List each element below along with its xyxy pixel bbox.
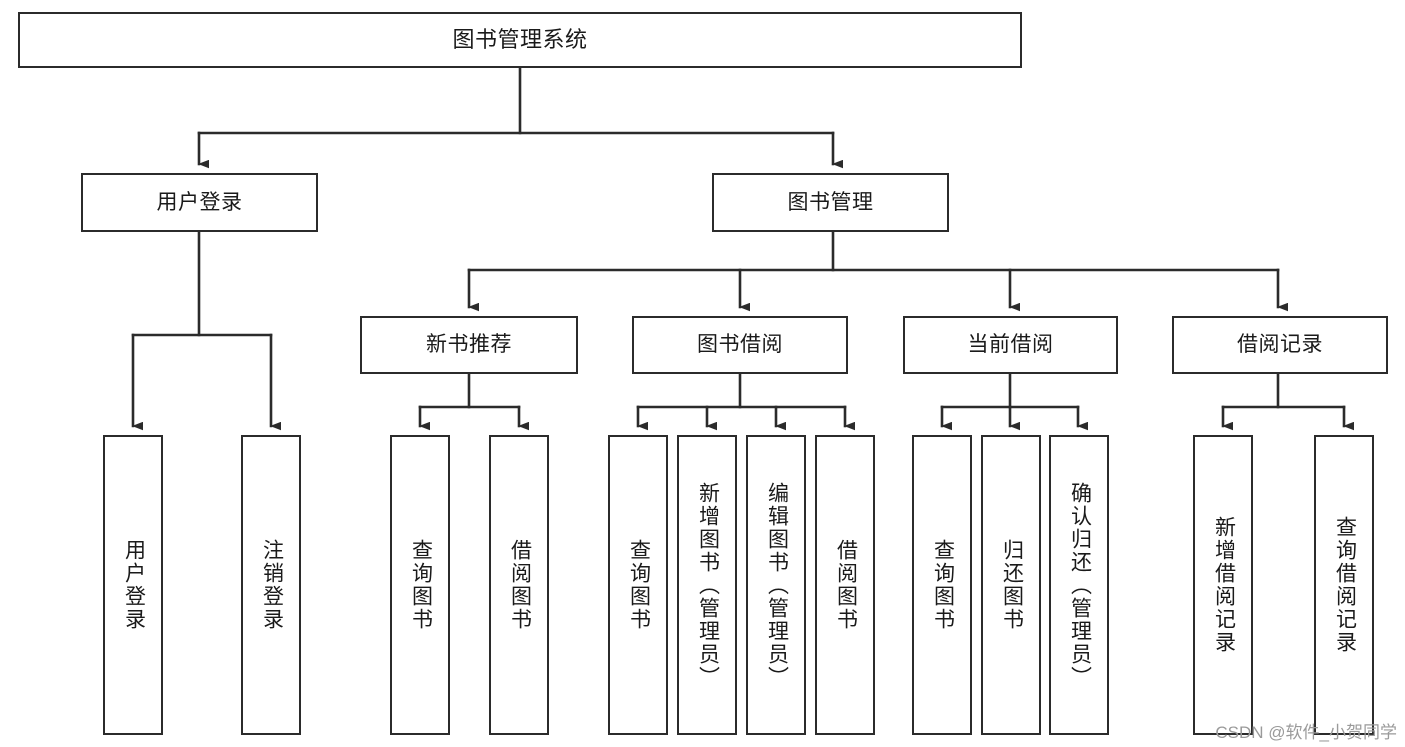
leaf-add-record-label: 新增借阅记录 [1212, 516, 1236, 654]
leaf-query-record[interactable]: 查询借阅记录 [1314, 435, 1374, 735]
node-current-borrow[interactable]: 当前借阅 [903, 316, 1118, 374]
node-user-login[interactable]: 用户登录 [81, 173, 318, 232]
node-new-book-recommend-label: 新书推荐 [426, 333, 512, 357]
watermark-text: CSDN @软件_小贺同学 [1215, 723, 1397, 742]
leaf-query-book-1-label: 查询图书 [409, 539, 433, 631]
leaf-logout-label: 注销登录 [260, 539, 284, 631]
node-book-borrow[interactable]: 图书借阅 [632, 316, 848, 374]
leaf-return-book[interactable]: 归还图书 [981, 435, 1041, 735]
leaf-borrow-book-2-label: 借阅图书 [834, 539, 858, 631]
leaf-add-book-label: 新增图书（管理员） [696, 481, 720, 689]
node-current-borrow-label: 当前借阅 [967, 333, 1054, 357]
leaf-query-book-2-label: 查询图书 [627, 539, 651, 631]
node-book-manage-label: 图书管理 [787, 190, 874, 214]
leaf-query-book-1[interactable]: 查询图书 [390, 435, 450, 735]
leaf-query-book-3-label: 查询图书 [931, 539, 955, 631]
leaf-user-login[interactable]: 用户登录 [103, 435, 163, 735]
leaf-add-book[interactable]: 新增图书（管理员） [677, 435, 737, 735]
leaf-user-login-label: 用户登录 [122, 539, 146, 631]
node-user-login-label: 用户登录 [156, 190, 243, 214]
leaf-confirm-return[interactable]: 确认归还（管理员） [1049, 435, 1109, 735]
node-new-book-recommend[interactable]: 新书推荐 [360, 316, 578, 374]
leaf-return-book-label: 归还图书 [1000, 539, 1024, 631]
node-book-borrow-label: 图书借阅 [697, 333, 783, 357]
leaf-edit-book-label: 编辑图书（管理员） [765, 481, 789, 689]
leaf-borrow-book-2[interactable]: 借阅图书 [815, 435, 875, 735]
leaf-query-book-2[interactable]: 查询图书 [608, 435, 668, 735]
leaf-query-record-label: 查询借阅记录 [1333, 516, 1357, 654]
node-root-label: 图书管理系统 [452, 26, 588, 52]
node-borrow-record-label: 借阅记录 [1237, 333, 1323, 357]
node-borrow-record[interactable]: 借阅记录 [1172, 316, 1388, 374]
leaf-confirm-return-label: 确认归还（管理员） [1068, 481, 1092, 689]
leaf-query-book-3[interactable]: 查询图书 [912, 435, 972, 735]
leaf-borrow-book-1-label: 借阅图书 [508, 539, 532, 631]
leaf-borrow-book-1[interactable]: 借阅图书 [489, 435, 549, 735]
leaf-edit-book[interactable]: 编辑图书（管理员） [746, 435, 806, 735]
node-root[interactable]: 图书管理系统 [18, 12, 1022, 68]
leaf-add-record[interactable]: 新增借阅记录 [1193, 435, 1253, 735]
node-book-manage[interactable]: 图书管理 [712, 173, 949, 232]
leaf-logout[interactable]: 注销登录 [241, 435, 301, 735]
